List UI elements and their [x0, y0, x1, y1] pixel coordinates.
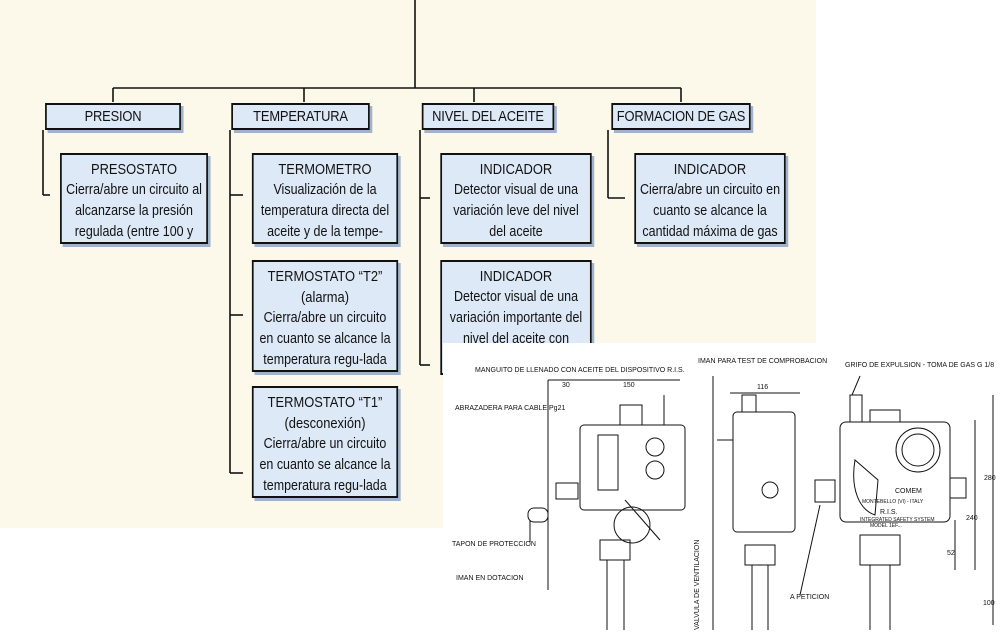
card-termostato-t1-desc: Cierra/abre un circuito en cuanto se alc… — [259, 436, 391, 494]
card-termostato-t1-subtitle: (desconexión) — [284, 415, 366, 432]
label-tapon: TAPON DE PROTECCION — [452, 541, 536, 548]
label-grifo: GRIFO DE EXPULSION - TOMA DE GAS G 1/8 — [845, 362, 994, 369]
card-termostato-t2: TERMOSTATO “T2” (alarma) Cierra/abre un … — [251, 260, 399, 372]
card-indicador-leve: INDICADOR Detector visual de una variaci… — [440, 153, 592, 244]
card-indicador-leve-desc: Detector visual de una variación leve de… — [453, 182, 579, 240]
card-presostato: PRESOSTATO Cierra/abre un circuito al al… — [60, 153, 208, 244]
header-presion: PRESION — [45, 103, 181, 130]
dim-116: 116 — [757, 384, 768, 391]
header-nivel-label: NIVEL DEL ACEITE — [432, 108, 544, 125]
dim-30: 30 — [562, 382, 570, 389]
label-logo-line2: INTEGRATED SAFETY SYSTEM — [860, 517, 935, 523]
dim-150: 150 — [623, 382, 635, 389]
connector-lines — [42, 0, 682, 474]
header-temperatura: TEMPERATURA — [231, 103, 370, 130]
header-nivel-del-aceite: NIVEL DEL ACEITE — [421, 103, 555, 130]
label-brand: COMEM — [895, 488, 922, 495]
header-formacion-de-gas: FORMACION DE GAS — [611, 103, 751, 130]
card-indicador-gas-title: INDICADOR — [673, 161, 747, 178]
dim-240: 240 — [966, 515, 978, 522]
card-presostato-title: PRESOSTATO — [90, 161, 178, 178]
card-termostato-t1: TERMOSTATO “T1” (desconexión) Cierra/abr… — [251, 386, 399, 498]
label-abrazadera: ABRAZADERA PARA CABLE Pg21 — [455, 405, 565, 412]
card-termostato-t2-title: TERMOSTATO “T2” — [267, 268, 383, 285]
label-logo-line1: MONTEBELLO (VI) - ITALY — [862, 499, 924, 505]
card-presostato-desc: Cierra/abre un circuito al alcanzarse la… — [66, 182, 202, 240]
card-indicador-leve-title: INDICADOR — [479, 161, 553, 178]
label-manguito: MANGUITO DE LLENADO CON ACEITE DEL DISPO… — [475, 367, 685, 374]
card-termostato-t2-desc: Cierra/abre un circuito en cuanto se alc… — [259, 310, 391, 368]
card-indicador-gas-desc: Cierra/abre un circuito en cuanto se alc… — [639, 182, 781, 240]
header-gas-label: FORMACION DE GAS — [616, 108, 746, 125]
label-iman-dotacion: IMAN EN DOTACION — [456, 575, 524, 582]
card-termometro-title: TERMOMETRO — [278, 161, 372, 178]
label-product: R.I.S. — [880, 509, 898, 516]
card-termometro: TERMOMETRO Visualización de la temperatu… — [251, 153, 399, 244]
dim-52: 52 — [947, 550, 955, 557]
header-temperatura-label: TEMPERATURA — [253, 108, 348, 125]
label-iman-test: IMAN PARA TEST DE COMPROBACION — [698, 358, 827, 365]
dim-100: 100 — [983, 600, 995, 607]
label-logo-line3: MODEL 1EF... — [870, 523, 902, 529]
card-indicador-importante-title: INDICADOR — [479, 268, 553, 285]
card-indicador-gas: INDICADOR Cierra/abre un circuito en cua… — [634, 153, 786, 244]
technical-drawing-svg: MANGUITO DE LLENADO CON ACEITE DEL DISPO… — [452, 358, 996, 630]
card-termometro-desc: Visualización de la temperatura directa … — [260, 182, 390, 240]
card-termostato-t1-title: TERMOSTATO “T1” — [267, 394, 383, 411]
dim-280: 280 — [984, 475, 996, 482]
label-peticion: A PETICION — [790, 594, 829, 601]
label-valvula: VALVULA DE VENTILACION — [694, 540, 701, 630]
header-presion-label: PRESION — [84, 108, 142, 125]
technical-drawing: MANGUITO DE LLENADO CON ACEITE DEL DISPO… — [443, 343, 1002, 630]
card-termostato-t2-subtitle: (alarma) — [300, 289, 350, 306]
